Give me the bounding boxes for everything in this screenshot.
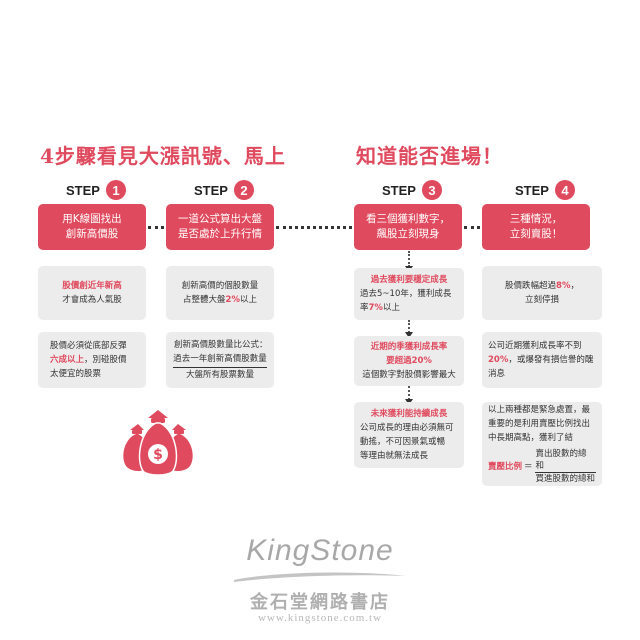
step-label-3: STEP 3 — [382, 180, 442, 200]
step-number-1: 1 — [105, 180, 126, 200]
step-box-3-line2: 飆股立刻現身 — [376, 228, 440, 240]
col1-card-2: 股價必須從底部反彈 六成以上，別碰股價 太便宜的股票 — [38, 332, 146, 388]
col4-card3-numerator: 賣出股數的總和 — [534, 448, 596, 473]
col4-card3-ratio: 賣出股數的總和 買進股數的總和 — [534, 448, 596, 485]
col4-card1-highlight: 8% — [556, 281, 571, 291]
arrow-down-3 — [405, 386, 413, 405]
col4-card-2: 公司近期獲利成長率不到 20%，或爆發有損信譽的醜 消息 — [482, 332, 602, 388]
step-label-2: STEP 2 — [194, 180, 254, 200]
logo-swoosh-icon — [234, 572, 406, 582]
col4-card3-line2: 重要的是利用賣壓比例找出 — [488, 419, 591, 429]
step-box-1: 用K線圖找出 創新高價股 — [38, 204, 146, 250]
col4-card3-denominator: 買進股數的總和 — [535, 474, 596, 484]
col1-card2-line1: 股價必須從底部反彈 — [50, 341, 127, 351]
col3-card3-line1: 公司成長的理由必須無可 — [360, 423, 454, 433]
col3-card1-line2a: 率 — [360, 303, 369, 313]
step-label-4: STEP 4 — [515, 180, 575, 200]
col2-card2-numerator: 過去一年創新高價股數量 — [173, 352, 267, 368]
money-bags-icon: $ — [123, 410, 193, 476]
col4-card2-line3: 消息 — [488, 369, 506, 379]
col4-card3-line3: 中長期高點，獲利了結 — [488, 433, 574, 443]
arrow-down-1 — [405, 251, 413, 272]
kingstone-logo-chinese: 金石堂網路書店 — [250, 592, 390, 613]
step-box-2-line2: 是否處於上升行情 — [178, 228, 262, 240]
col3-card-2: 近期的季獲利成長率 要超過20% 這個數字對股價影響最大 — [354, 336, 464, 386]
col2-card2-title: 創新高價股數量比公式： — [174, 340, 268, 350]
col4-card-3: 以上兩種都是緊急處置，最 重要的是利用賣壓比例找出 中長期高點，獲利了結 賣壓比… — [482, 402, 602, 486]
col4-card1-line2: 立刻停損 — [524, 295, 559, 305]
col4-card3-line1: 以上兩種都是緊急處置，最 — [488, 405, 591, 415]
col4-card3-formula-eq: ＝ — [524, 461, 533, 472]
headline-right: 知道能否進場！ — [356, 144, 503, 168]
step-box-3: 看三個獲利數字， 飆股立刻現身 — [354, 204, 462, 250]
col2-card1-line1: 創新高價的個股數量 — [181, 281, 259, 291]
col3-card1-highlight2: 7% — [368, 303, 383, 313]
step-word: STEP — [515, 182, 549, 198]
step-number-4: 4 — [554, 180, 575, 200]
step-box-1-line2: 創新高價股 — [65, 228, 119, 240]
connector-1-2 — [148, 226, 164, 229]
col4-card2-highlight: 20% — [488, 355, 509, 365]
col2-card1-line2b: 以上 — [239, 295, 257, 305]
col3-card3-highlight: 未來獲利能持續成長 — [370, 409, 448, 419]
col3-card3-line3: 等理由就無法成長 — [360, 451, 429, 461]
col3-card2-highlight2: 要超過20% — [386, 356, 432, 366]
step-number-2: 2 — [233, 180, 254, 200]
col4-card1-line1b: ， — [570, 281, 579, 291]
col1-card1-highlight: 股價創近年新高 — [62, 281, 122, 291]
step-label-1: STEP 1 — [66, 180, 126, 200]
col4-card2-line1: 公司近期獲利成長率不到 — [488, 341, 582, 351]
col3-card2-text: 這個數字對股價影響最大 — [362, 370, 456, 380]
kingstone-url: www.kingstone.com.tw — [257, 612, 383, 624]
headline-left: 4步驟看見大漲訊號、馬上 — [40, 144, 286, 168]
connector-3-4 — [464, 226, 480, 229]
col3-card1-line2b: 以上 — [382, 303, 400, 313]
step-box-2-line1: 一道公式算出大盤 — [178, 213, 262, 225]
step-box-1-line1: 用K線圖找出 — [62, 213, 122, 225]
col2-card-1: 創新高價的個股數量 占整體大盤2%以上 — [166, 266, 274, 320]
col1-card2-line2b: ，別碰股價 — [84, 355, 127, 365]
col4-card1-line1a: 股價跌幅超過 — [505, 281, 557, 291]
kingstone-logo: KingStone — [246, 534, 394, 567]
col2-card-2: 創新高價股數量比公式： 過去一年創新高價股數量 大盤所有股票數量 — [166, 332, 274, 388]
step-word: STEP — [382, 182, 416, 198]
col3-card1-highlight: 過去獲利要穩定成長 — [370, 275, 448, 285]
col3-card1-line1: 過去5~10年，獲利成長 — [360, 289, 452, 299]
col4-card2-line2b: ，或爆發有損信譽的醜 — [508, 355, 594, 365]
col4-card-1: 股價跌幅超過8%， 立刻停損 — [482, 266, 602, 320]
step-word: STEP — [66, 182, 100, 198]
col3-card-1: 過去獲利要穩定成長 過去5~10年，獲利成長 率7%以上 — [354, 268, 464, 320]
col2-card1-highlight: 2% — [225, 295, 240, 305]
col2-card2-denominator: 大盤所有股票數量 — [185, 370, 254, 380]
col1-card-1: 股價創近年新高 才會成為人氣股 — [38, 266, 146, 320]
step-box-3-line1: 看三個獲利數字， — [366, 213, 450, 225]
step-box-4-line2: 立刻賣股！ — [509, 228, 563, 240]
step-number-3: 3 — [421, 180, 442, 200]
col4-card3-formula-label: 賣壓比例 — [488, 461, 523, 472]
svg-text:$: $ — [153, 447, 163, 463]
col3-card3-line2: 動搖，不可因景氣或暢 — [360, 437, 446, 447]
col1-card2-line3: 太便宜的股票 — [50, 369, 102, 379]
connector-2-3 — [276, 226, 352, 229]
col2-card1-line2a: 占整體大盤 — [183, 295, 226, 305]
step-box-2: 一道公式算出大盤 是否處於上升行情 — [166, 204, 274, 250]
arrow-down-2 — [405, 320, 413, 338]
step-box-4: 三種情況， 立刻賣股！ — [482, 204, 590, 250]
col3-card2-highlight1: 近期的季獲利成長率 — [370, 342, 448, 352]
step-box-4-line1: 三種情況， — [509, 213, 563, 225]
col1-card2-highlight: 六成以上 — [50, 355, 85, 365]
col3-card-3: 未來獲利能持續成長 公司成長的理由必須無可 動搖，不可因景氣或暢 等理由就無法成… — [354, 402, 464, 468]
step-word: STEP — [194, 182, 228, 198]
col1-card1-text: 才會成為人氣股 — [62, 295, 122, 305]
col4-card3-formula: 賣壓比例 ＝ 賣出股數的總和 買進股數的總和 — [488, 448, 596, 485]
